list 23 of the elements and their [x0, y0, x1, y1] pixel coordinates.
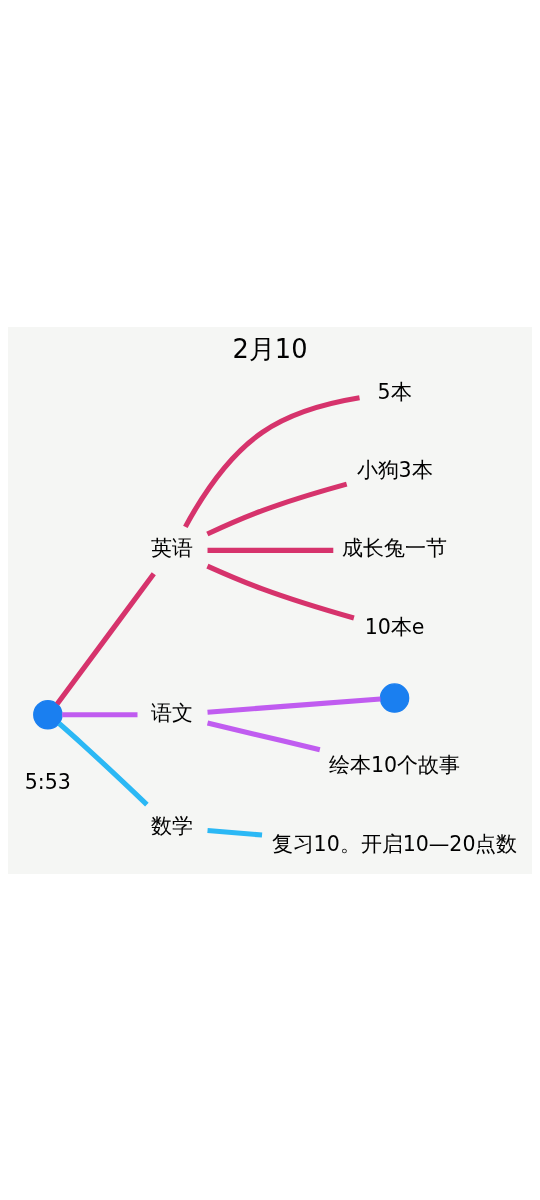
node-text: 10本e [364, 614, 425, 639]
connector [206, 563, 355, 621]
connector [207, 696, 381, 715]
node-text: 成长兔一节 [342, 535, 448, 560]
connector [62, 711, 138, 717]
connector [55, 571, 156, 706]
connector [206, 719, 321, 752]
node-text: 5本 [377, 379, 412, 404]
node-text: 小狗3本 [356, 457, 433, 482]
node-text: 复习10。开启10—20点数 [271, 831, 518, 856]
connector [207, 827, 263, 838]
node-circle [33, 699, 63, 730]
node-text: 绘本10个故事 [328, 752, 461, 777]
label: 5:53 [24, 769, 71, 794]
connector [183, 394, 360, 528]
diagram-title: 2月10 [232, 333, 308, 364]
connector [57, 721, 149, 806]
connector [206, 481, 348, 536]
node-text: 英语 [151, 535, 194, 560]
node-text: 语文 [151, 700, 194, 725]
connector [207, 547, 334, 553]
node-text: 数学 [151, 813, 194, 838]
node-circle [379, 682, 410, 713]
